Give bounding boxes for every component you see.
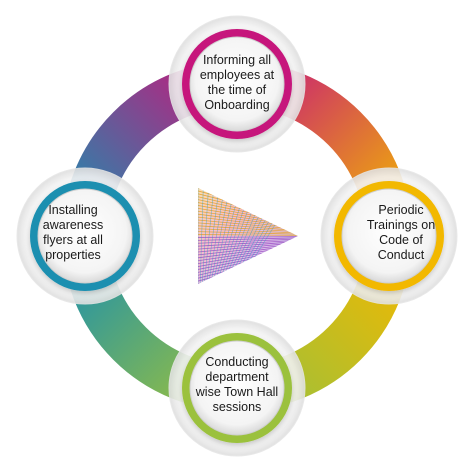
node-bottom-label: Conducting department wise Town Hall ses… bbox=[195, 355, 279, 414]
node-left bbox=[16, 167, 154, 305]
node-top bbox=[168, 15, 306, 153]
node-bottom bbox=[168, 319, 306, 457]
node-right-label: Periodic Trainings on Code of Conduct bbox=[366, 203, 436, 262]
node-right bbox=[320, 167, 458, 305]
play-triangle-icon bbox=[198, 188, 298, 284]
node-top-label: Informing all employees at the time of O… bbox=[199, 53, 275, 112]
node-left-label: Installing awareness flyers at all prope… bbox=[42, 203, 104, 262]
